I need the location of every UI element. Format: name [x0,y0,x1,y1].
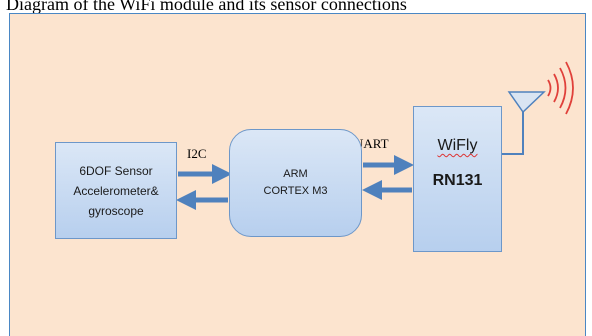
arm-cortex-block: ARM CORTEX M3 [229,129,362,237]
wifly-name: WiFly [437,137,478,154]
wifly-model: RN131 [432,172,483,189]
arm-line-2: CORTEX M3 [263,185,328,197]
uart-label: UART [354,136,389,151]
wireless-signal-icon [547,61,574,115]
sensor-line-2: Accelerometer& [73,183,159,198]
sensor-block: 6DOF Sensor Accelerometer& gyroscope [55,142,177,239]
wifly-block: WiFly RN131 [413,106,502,252]
sensor-line-1: 6DOF Sensor [79,163,153,178]
caption-text: Diagram of the WiFi module and its senso… [6,0,407,14]
sensor-line-3: gyroscope [88,203,144,218]
antenna-icon [502,91,546,155]
i2c-label: I2C [187,146,207,161]
arm-line-1: ARM [283,168,308,180]
